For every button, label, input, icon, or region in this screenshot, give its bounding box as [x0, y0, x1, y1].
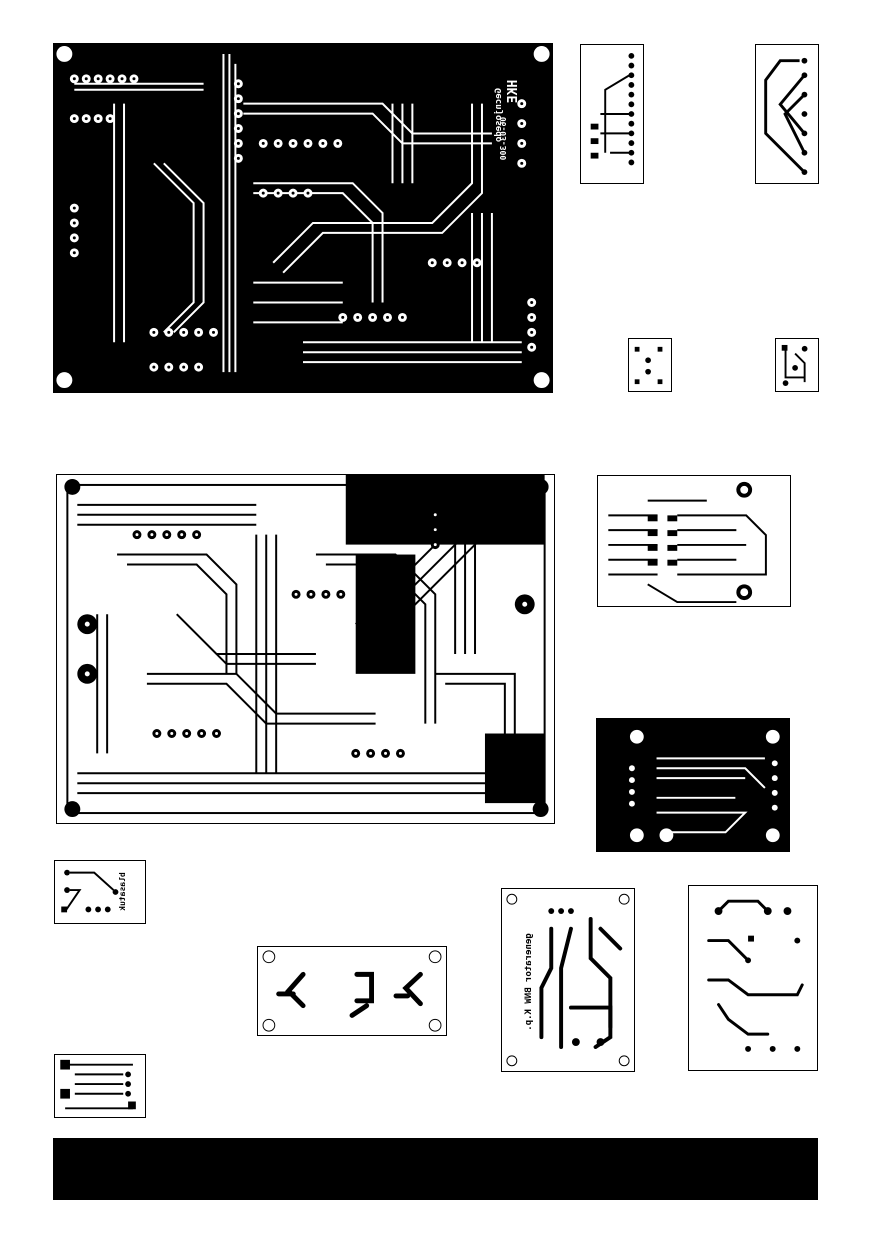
pcb-generator: generator BNW K.p. — [501, 888, 635, 1072]
pcb-tiny-b-traces — [781, 344, 808, 386]
pcb-small-a — [580, 44, 644, 184]
pcb-tiny-a-traces — [634, 346, 663, 385]
pcb-bottom-right-traces — [707, 899, 804, 1052]
board-code-label: 06-03-300 — [499, 116, 509, 161]
board-brand-label: HKE — [506, 79, 522, 104]
pcb-mid-right-b-traces — [597, 719, 789, 851]
pcb-small-b-traces — [764, 57, 808, 176]
pcb-switch-board — [257, 946, 447, 1036]
pcb-main-mid — [56, 474, 555, 824]
pcb-bottom-left — [54, 1054, 146, 1118]
pcb-bottom-left-traces — [60, 1059, 136, 1110]
pcb-bottom-right — [688, 885, 818, 1071]
pcb-switch-board-traces — [262, 950, 442, 1032]
pcb-mid-right-a-traces — [608, 481, 767, 604]
pcb-tiny-a — [628, 338, 672, 392]
kb-board-label: blasatuk — [117, 872, 127, 911]
pcb-tiny-b — [775, 338, 819, 392]
pcb-generator-traces — [506, 893, 630, 1067]
pcb-small-a-traces — [590, 52, 635, 166]
pcb-kb-small: blasatuk — [54, 860, 146, 924]
pcb-small-b — [755, 44, 819, 184]
pcb-main-top-traces — [54, 44, 552, 392]
pcb-mid-right-b — [596, 718, 790, 852]
footer-bar — [53, 1138, 818, 1200]
pcb-mid-right-a — [597, 475, 791, 607]
pcb-main-mid-traces — [64, 475, 549, 818]
pcb-kb-small-traces — [61, 869, 119, 913]
generator-board-label: generator BNW K.p. — [523, 933, 534, 1031]
pcb-main-top: HKE Gecnjosedo 06-03-300 — [53, 43, 553, 393]
